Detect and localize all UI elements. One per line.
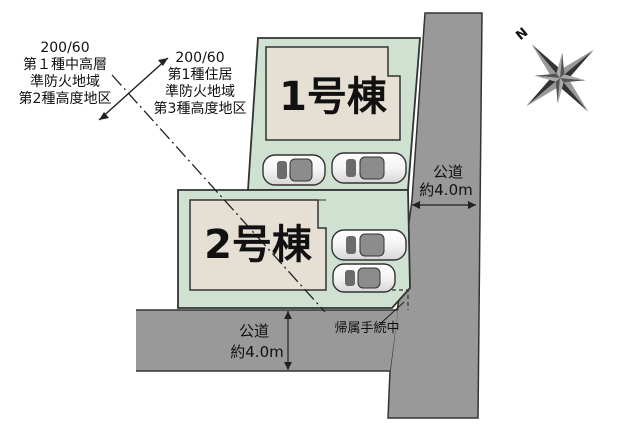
zone-left-fire: 準防火地域: [30, 74, 100, 90]
road-east: [387, 12, 483, 419]
zone-right-height: 第3種高度地区: [154, 100, 247, 117]
road-south-dimension-arrow-b: [284, 362, 292, 370]
zoning-arrow: [98, 57, 169, 121]
zoning-boundary-line: [111, 74, 326, 313]
compass-north-label: N: [513, 25, 531, 43]
building-1-label: 1号棟: [279, 74, 388, 120]
parking-car-2: [331, 152, 407, 184]
road-east-dimension-arrow-r: [468, 201, 476, 209]
road-south: [136, 310, 398, 371]
building-2-label: 2号棟: [204, 222, 313, 268]
zone-right-ratio: 200/60: [175, 50, 224, 66]
zoning-arrow-head-sw: [99, 112, 109, 120]
compass-rose-icon: [526, 44, 594, 112]
boundary-dashed: [392, 289, 409, 310]
zone-left-zone: 第１種中高層: [23, 56, 107, 73]
parking-car-3: [331, 229, 407, 261]
building-1: [265, 46, 401, 141]
ownership-note: 帰属手続中: [334, 320, 399, 336]
zone-right-zone: 第1種住居: [168, 66, 233, 83]
zoning-arrow-head-ne: [158, 58, 168, 66]
road-east-width: 約4.0m: [419, 181, 472, 199]
zone-left-height: 第2種高度地区: [19, 90, 112, 107]
parking-car-4: [332, 263, 396, 293]
road-south-edges: [136, 309, 398, 372]
road-east-label: 公道: [433, 163, 463, 181]
zone-left-ratio: 200/60: [40, 40, 89, 56]
road-south-label: 公道: [239, 322, 269, 340]
zone-right-fire: 準防火地域: [165, 84, 235, 100]
road-south-dimension-arrow-t: [284, 311, 292, 319]
road-south-width: 約4.0m: [230, 343, 283, 361]
note-leader: [377, 301, 405, 327]
parking-car-1: [262, 154, 326, 186]
road-east-dimension-arrow-l: [412, 201, 420, 209]
